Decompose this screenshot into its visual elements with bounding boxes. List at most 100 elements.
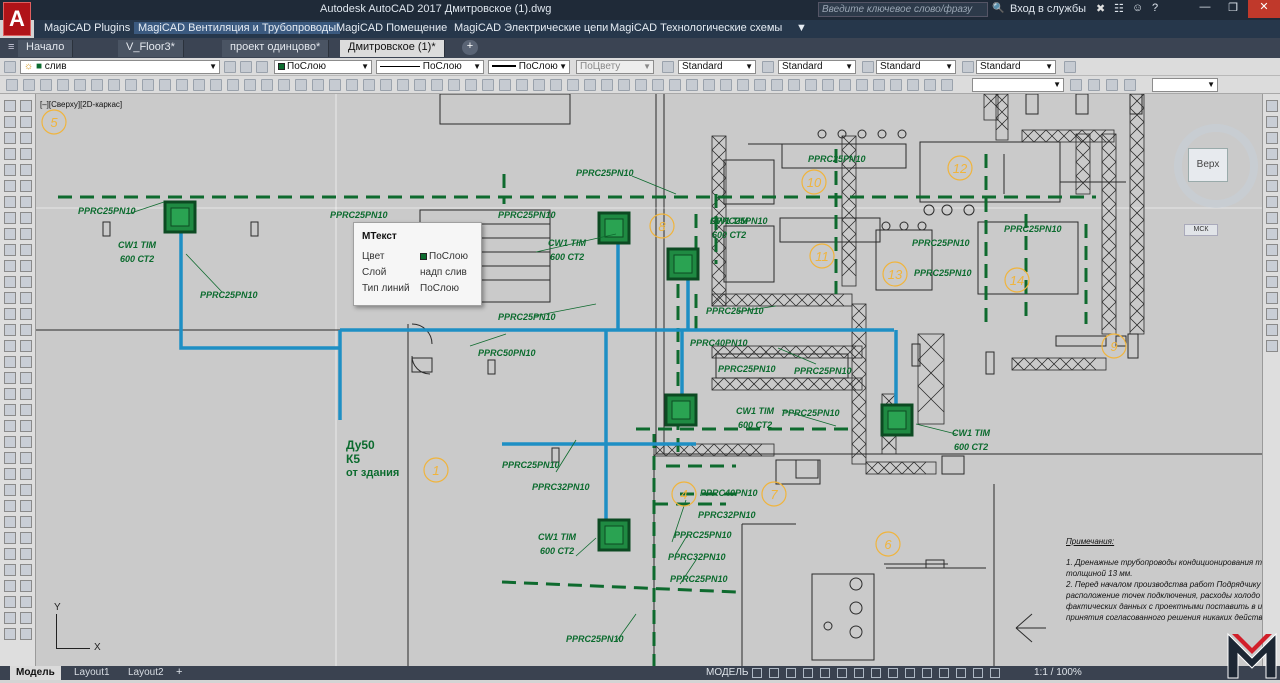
right-tool-icon[interactable] bbox=[1266, 132, 1278, 144]
view-dropdown[interactable]: ▼ bbox=[972, 78, 1064, 92]
unit-size-label[interactable]: 600 СТ2 bbox=[120, 254, 154, 264]
modify-tool-icon[interactable] bbox=[20, 388, 32, 400]
toolbar-tool-icon[interactable] bbox=[635, 79, 647, 91]
draw-tool-icon[interactable] bbox=[4, 580, 16, 592]
pipe-label[interactable]: PPRC25PN10 bbox=[1004, 224, 1062, 234]
exchange-icon[interactable]: ✖ bbox=[1096, 3, 1106, 15]
modify-tool-icon[interactable] bbox=[20, 580, 32, 592]
modify-tool-icon[interactable] bbox=[20, 628, 32, 640]
toolbar-tool-icon[interactable] bbox=[720, 79, 732, 91]
right-tool-icon[interactable] bbox=[1266, 324, 1278, 336]
right-tool-icon[interactable] bbox=[1266, 244, 1278, 256]
right-tool-icon[interactable] bbox=[1266, 276, 1278, 288]
pipe-label[interactable]: PPRC25PN10 bbox=[502, 460, 560, 470]
draw-tool-icon[interactable] bbox=[4, 132, 16, 144]
signin-link[interactable]: Вход в службы bbox=[1010, 3, 1087, 15]
toolbar-tool-icon[interactable] bbox=[363, 79, 375, 91]
toolbar-tool-icon[interactable] bbox=[533, 79, 545, 91]
modify-tool-icon[interactable] bbox=[20, 324, 32, 336]
close-button[interactable]: ✕ bbox=[1248, 0, 1280, 18]
draw-tool-icon[interactable] bbox=[4, 548, 16, 560]
right-tool-icon[interactable] bbox=[1266, 228, 1278, 240]
toolbar-tool-icon[interactable] bbox=[924, 79, 936, 91]
app-menu-button[interactable]: A bbox=[3, 2, 31, 36]
modify-tool-icon[interactable] bbox=[20, 436, 32, 448]
right-tool-icon[interactable] bbox=[1266, 260, 1278, 272]
draw-tool-icon[interactable] bbox=[4, 628, 16, 640]
modify-tool-icon[interactable] bbox=[20, 132, 32, 144]
pipe-label[interactable]: PPRC25PN10 bbox=[710, 216, 768, 226]
linetype-dropdown[interactable]: ПоСлою▼ bbox=[376, 60, 484, 74]
draw-tool-icon[interactable] bbox=[4, 276, 16, 288]
draw-tool-icon[interactable] bbox=[4, 404, 16, 416]
pipe-label[interactable]: PPRC25PN10 bbox=[576, 168, 634, 178]
tablestyle-dropdown[interactable]: Standard▼ bbox=[876, 60, 956, 74]
plotstyle-dropdown[interactable]: ПоЦвету▼ bbox=[576, 60, 654, 74]
status-toggle-icon[interactable] bbox=[786, 668, 796, 678]
modify-tool-icon[interactable] bbox=[20, 116, 32, 128]
modify-tool-icon[interactable] bbox=[20, 548, 32, 560]
draw-tool-icon[interactable] bbox=[4, 260, 16, 272]
modify-tool-icon[interactable] bbox=[20, 276, 32, 288]
modify-tool-icon[interactable] bbox=[20, 500, 32, 512]
modify-tool-icon[interactable] bbox=[20, 516, 32, 528]
toolbar-tool-icon[interactable] bbox=[805, 79, 817, 91]
toolbar-tool-icon[interactable] bbox=[210, 79, 222, 91]
unit-label[interactable]: CW1 TIM bbox=[952, 428, 990, 438]
draw-tool-icon[interactable] bbox=[4, 388, 16, 400]
toolbar-tool-icon[interactable] bbox=[941, 79, 953, 91]
toolbar-tool-icon[interactable] bbox=[57, 79, 69, 91]
search-input[interactable]: Введите ключевое слово/фразу bbox=[818, 2, 988, 17]
table-style-icon[interactable] bbox=[862, 61, 874, 73]
status-toggle-icon[interactable] bbox=[888, 668, 898, 678]
toolbar-tool-icon[interactable] bbox=[856, 79, 868, 91]
pipe-label[interactable]: PPRC32PN10 bbox=[532, 482, 590, 492]
model-space-toggle[interactable]: МОДЕЛЬ bbox=[706, 667, 749, 678]
toolbar-tool-icon[interactable] bbox=[584, 79, 596, 91]
status-toggle-icon[interactable] bbox=[769, 668, 779, 678]
right-tool-icon[interactable] bbox=[1266, 100, 1278, 112]
toolbar-tool-icon[interactable] bbox=[890, 79, 902, 91]
fan-coil-unit[interactable] bbox=[880, 403, 914, 437]
text-style-icon[interactable] bbox=[662, 61, 674, 73]
modify-tool-icon[interactable] bbox=[20, 164, 32, 176]
modify-tool-icon[interactable] bbox=[20, 420, 32, 432]
modify-tool-icon[interactable] bbox=[20, 404, 32, 416]
viewcube-ring[interactable] bbox=[1174, 124, 1258, 208]
draw-tool-icon[interactable] bbox=[4, 244, 16, 256]
status-toggle-icon[interactable] bbox=[803, 668, 813, 678]
draw-tool-icon[interactable] bbox=[4, 292, 16, 304]
modify-tool-icon[interactable] bbox=[20, 340, 32, 352]
draw-tool-icon[interactable] bbox=[4, 468, 16, 480]
ribbon-toggle-icon[interactable]: ▼ bbox=[796, 22, 807, 34]
layer-previous-icon[interactable] bbox=[240, 61, 252, 73]
right-tool-icon[interactable] bbox=[1266, 148, 1278, 160]
toolbar-tool-icon[interactable] bbox=[907, 79, 919, 91]
orbit-icon[interactable] bbox=[1088, 79, 1100, 91]
fan-coil-unit[interactable] bbox=[597, 518, 631, 552]
pipe-label[interactable]: PPRC25PN10 bbox=[330, 210, 388, 220]
right-tool-icon[interactable] bbox=[1266, 340, 1278, 352]
tab-v-floor3[interactable]: V_Floor3* bbox=[118, 40, 184, 57]
draw-tool-icon[interactable] bbox=[4, 180, 16, 192]
viewcube-top-face[interactable]: Верх bbox=[1188, 148, 1228, 182]
toolbar-tool-icon[interactable] bbox=[737, 79, 749, 91]
named-views-icon[interactable] bbox=[1124, 79, 1136, 91]
draw-tool-icon[interactable] bbox=[4, 196, 16, 208]
toolbar-tool-icon[interactable] bbox=[669, 79, 681, 91]
toolbar-tool-icon[interactable] bbox=[771, 79, 783, 91]
menu-magicad-ventilation[interactable]: MagiCAD Вентиляция и Трубопроводы bbox=[134, 22, 341, 34]
toolbar-tool-icon[interactable] bbox=[567, 79, 579, 91]
modify-tool-icon[interactable] bbox=[20, 292, 32, 304]
toolbar-tool-icon[interactable] bbox=[414, 79, 426, 91]
menu-magicad-electrical[interactable]: MagiCAD Электрические цепи bbox=[454, 22, 609, 34]
right-tool-icon[interactable] bbox=[1266, 308, 1278, 320]
modify-tool-icon[interactable] bbox=[20, 468, 32, 480]
modify-tool-icon[interactable] bbox=[20, 532, 32, 544]
layer-properties-icon[interactable] bbox=[4, 61, 16, 73]
draw-tool-icon[interactable] bbox=[4, 484, 16, 496]
pipe-label[interactable]: PPRC25PN10 bbox=[794, 366, 852, 376]
toolbar-tool-icon[interactable] bbox=[822, 79, 834, 91]
account-icon[interactable]: ☺ bbox=[1132, 2, 1144, 14]
modify-tool-icon[interactable] bbox=[20, 452, 32, 464]
